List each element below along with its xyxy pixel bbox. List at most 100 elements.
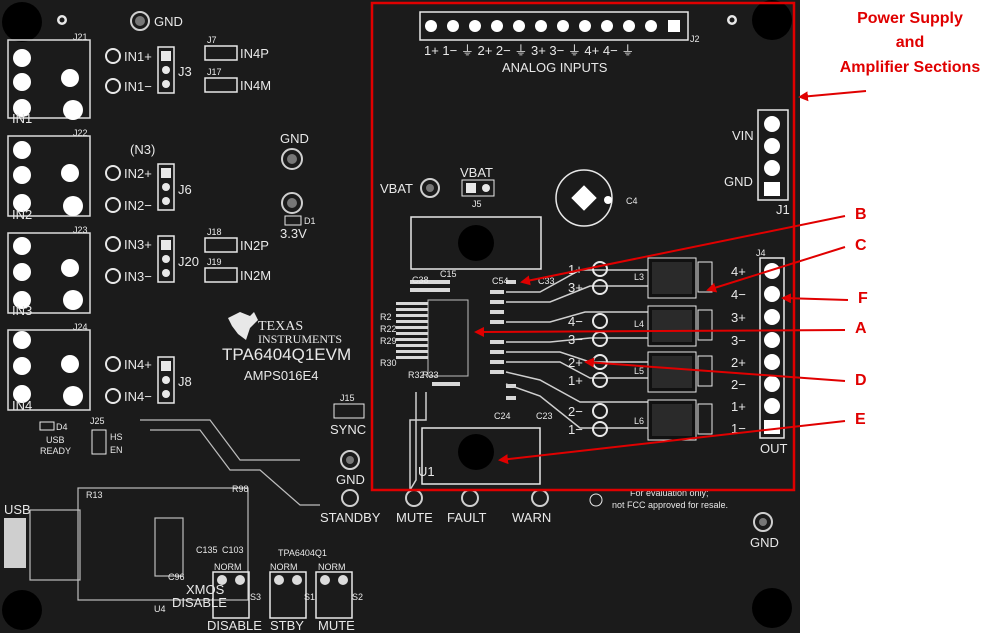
sw-norm-3: NORM xyxy=(318,562,346,572)
ti-logo xyxy=(228,312,258,340)
label-en: EN xyxy=(110,445,123,455)
out-pin-3: 3+ xyxy=(731,310,746,325)
gnd-testpoint-top: GND xyxy=(130,11,183,31)
callout-e: E xyxy=(855,411,866,428)
ref-r29: R29 xyxy=(380,336,397,346)
out-pin-7: 1+ xyxy=(731,399,746,414)
jack-j22: J22 xyxy=(73,128,88,138)
output-traces xyxy=(409,269,650,492)
label-sync: SYNC xyxy=(330,422,366,437)
jumper-j8: J8 xyxy=(178,374,192,389)
label-j5: J5 xyxy=(472,199,482,209)
arrow-a xyxy=(474,326,846,337)
label-in3p: IN3+ xyxy=(124,237,152,252)
sw-s2: S2 xyxy=(352,592,363,602)
callout-f: F xyxy=(858,290,868,307)
out-pin-5: 2+ xyxy=(731,355,746,370)
ref-u1: U1 xyxy=(418,464,435,479)
ref-c96: C96 xyxy=(168,572,185,582)
label-warn: WARN xyxy=(512,510,551,525)
sw-xmos: XMOS xyxy=(186,582,225,597)
output-terminal xyxy=(759,257,785,439)
label-in3m: IN3− xyxy=(124,269,152,284)
gnd-label-bottom: GND xyxy=(336,472,365,487)
ref-c38: C38 xyxy=(412,275,429,285)
jumper-j20: J20 xyxy=(178,254,199,269)
callout-b: B xyxy=(855,206,867,223)
label-hs: HS xyxy=(110,432,123,442)
section-title-1: Power Supply xyxy=(857,10,963,27)
sw-mute: MUTE xyxy=(318,618,355,633)
label-c4: C4 xyxy=(626,196,638,206)
label-out: OUT xyxy=(760,441,788,456)
jack-j23: J23 xyxy=(73,225,88,235)
ref-r33: R33 xyxy=(422,370,439,380)
callout-arrows xyxy=(474,90,867,465)
label-n3: (N3) xyxy=(130,142,155,157)
sw-s1: S1 xyxy=(304,592,315,602)
jack-j21: J21 xyxy=(73,32,88,42)
label-mute: MUTE xyxy=(396,510,433,525)
label-standby: STANDBY xyxy=(320,510,381,525)
ref-c33: C33 xyxy=(538,276,555,286)
analog-input-header xyxy=(419,11,689,41)
label-in1m: IN1− xyxy=(124,79,152,94)
out-pin-2: 4− xyxy=(731,287,746,302)
port-in3: IN3 xyxy=(12,303,32,318)
connector-j2: J2 xyxy=(690,34,700,44)
ref-u4: U4 xyxy=(154,604,166,614)
out-pin-6: 2− xyxy=(731,377,746,392)
label-vbat-tp: VBAT xyxy=(380,181,413,196)
port-in1: IN1 xyxy=(12,111,32,126)
label-3v3: 3.3V xyxy=(280,226,307,241)
sw-tpa6404: TPA6404Q1 xyxy=(278,548,327,558)
label-fault: FAULT xyxy=(447,510,487,525)
amp-label-3: 4− xyxy=(568,314,583,329)
gnd-label-br: GND xyxy=(750,535,779,550)
ref-r98: R98 xyxy=(232,484,249,494)
label-in1p: IN1+ xyxy=(124,49,152,64)
arrow-title xyxy=(798,90,867,102)
ref-r32: R32 xyxy=(408,370,425,380)
analog-inputs-label: ANALOG INPUTS xyxy=(502,60,608,75)
logo-text-instruments: INSTRUMENTS xyxy=(258,332,342,346)
inductors xyxy=(647,257,713,441)
out-pin-1: 4+ xyxy=(731,264,746,279)
switch-group xyxy=(212,571,353,619)
connector-j1: J1 xyxy=(776,202,790,217)
out-pin-4: 3− xyxy=(731,333,746,348)
jack-j24: J24 xyxy=(73,322,88,332)
label-usb-ready-1: USB xyxy=(46,435,65,445)
section-title-3: Amplifier Sections xyxy=(839,59,981,76)
label-in4m: IN4− xyxy=(124,389,152,404)
sel-in2p: IN2P xyxy=(240,238,269,253)
label-vin-gnd: GND xyxy=(724,174,753,189)
mounting-holes xyxy=(2,0,792,630)
sel-in4m: IN4M xyxy=(240,78,271,93)
section-outline xyxy=(370,1,796,492)
ref-c23: C23 xyxy=(536,411,553,421)
label-in2m: IN2− xyxy=(124,198,152,213)
sel-in2m: IN2M xyxy=(240,268,271,283)
arrow-c xyxy=(706,246,846,293)
sw-s3: S3 xyxy=(250,592,261,602)
gnd-label-mid: GND xyxy=(280,131,309,146)
ref-c24: C24 xyxy=(494,411,511,421)
sel-in4p: IN4P xyxy=(240,46,269,61)
section-title-2: and xyxy=(895,34,925,51)
ref-c103: C103 xyxy=(222,545,244,555)
selector-jumpers xyxy=(204,45,238,283)
inductor-l5: L5 xyxy=(634,366,644,376)
label-in4p: IN4+ xyxy=(124,357,152,372)
connector-j4: J4 xyxy=(756,248,766,258)
amp-label-4: 3− xyxy=(568,332,583,347)
callout-c: C xyxy=(855,237,867,254)
label-in2p: IN2+ xyxy=(124,166,152,181)
amplifier-ic xyxy=(396,280,516,400)
ref-c15: C15 xyxy=(440,269,457,279)
arrow-f xyxy=(781,293,849,304)
ref-r30: R30 xyxy=(380,358,397,368)
amp-label-7: 2− xyxy=(568,404,583,419)
sw-norm-2: NORM xyxy=(270,562,298,572)
